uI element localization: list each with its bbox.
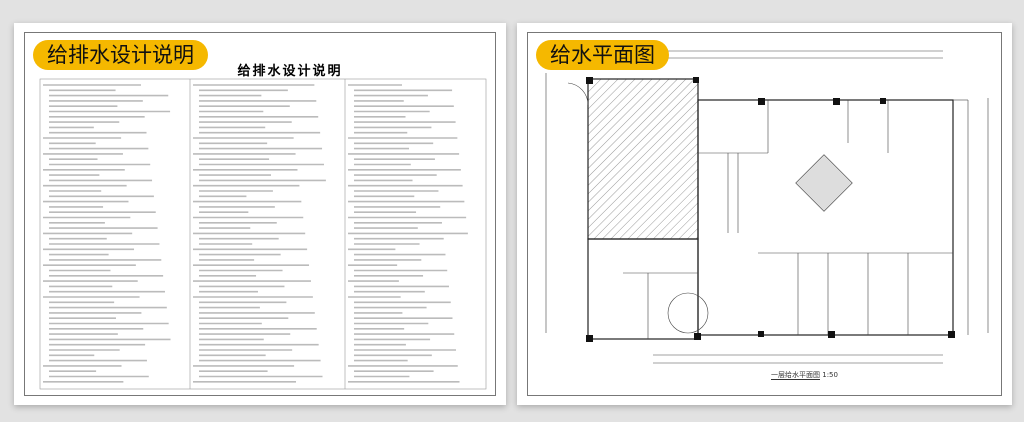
document-title: 给排水设计说明 bbox=[237, 64, 343, 79]
drawing-title: 一层给水平面图 bbox=[771, 371, 820, 380]
drawing-caption: 一层给水平面图 1:50 bbox=[771, 370, 838, 380]
floor-plan-card: 给水平面图 一层给水平面图 1:50 bbox=[517, 23, 1012, 405]
drawing-scale: 1:50 bbox=[822, 371, 838, 379]
section-badge: 给水平面图 bbox=[536, 40, 669, 70]
floor-plan-sheet: 给水平面图 一层给水平面图 1:50 bbox=[527, 32, 1002, 396]
design-notes-sheet: 给排水设计说明 给排水设计说明 bbox=[24, 32, 496, 396]
section-badge: 给排水设计说明 bbox=[33, 40, 208, 70]
notes-text-lines bbox=[39, 78, 487, 390]
design-notes-card: 给排水设计说明 给排水设计说明 bbox=[14, 23, 506, 405]
notes-line bbox=[39, 78, 487, 390]
floor-plan-drawing bbox=[545, 50, 989, 364]
